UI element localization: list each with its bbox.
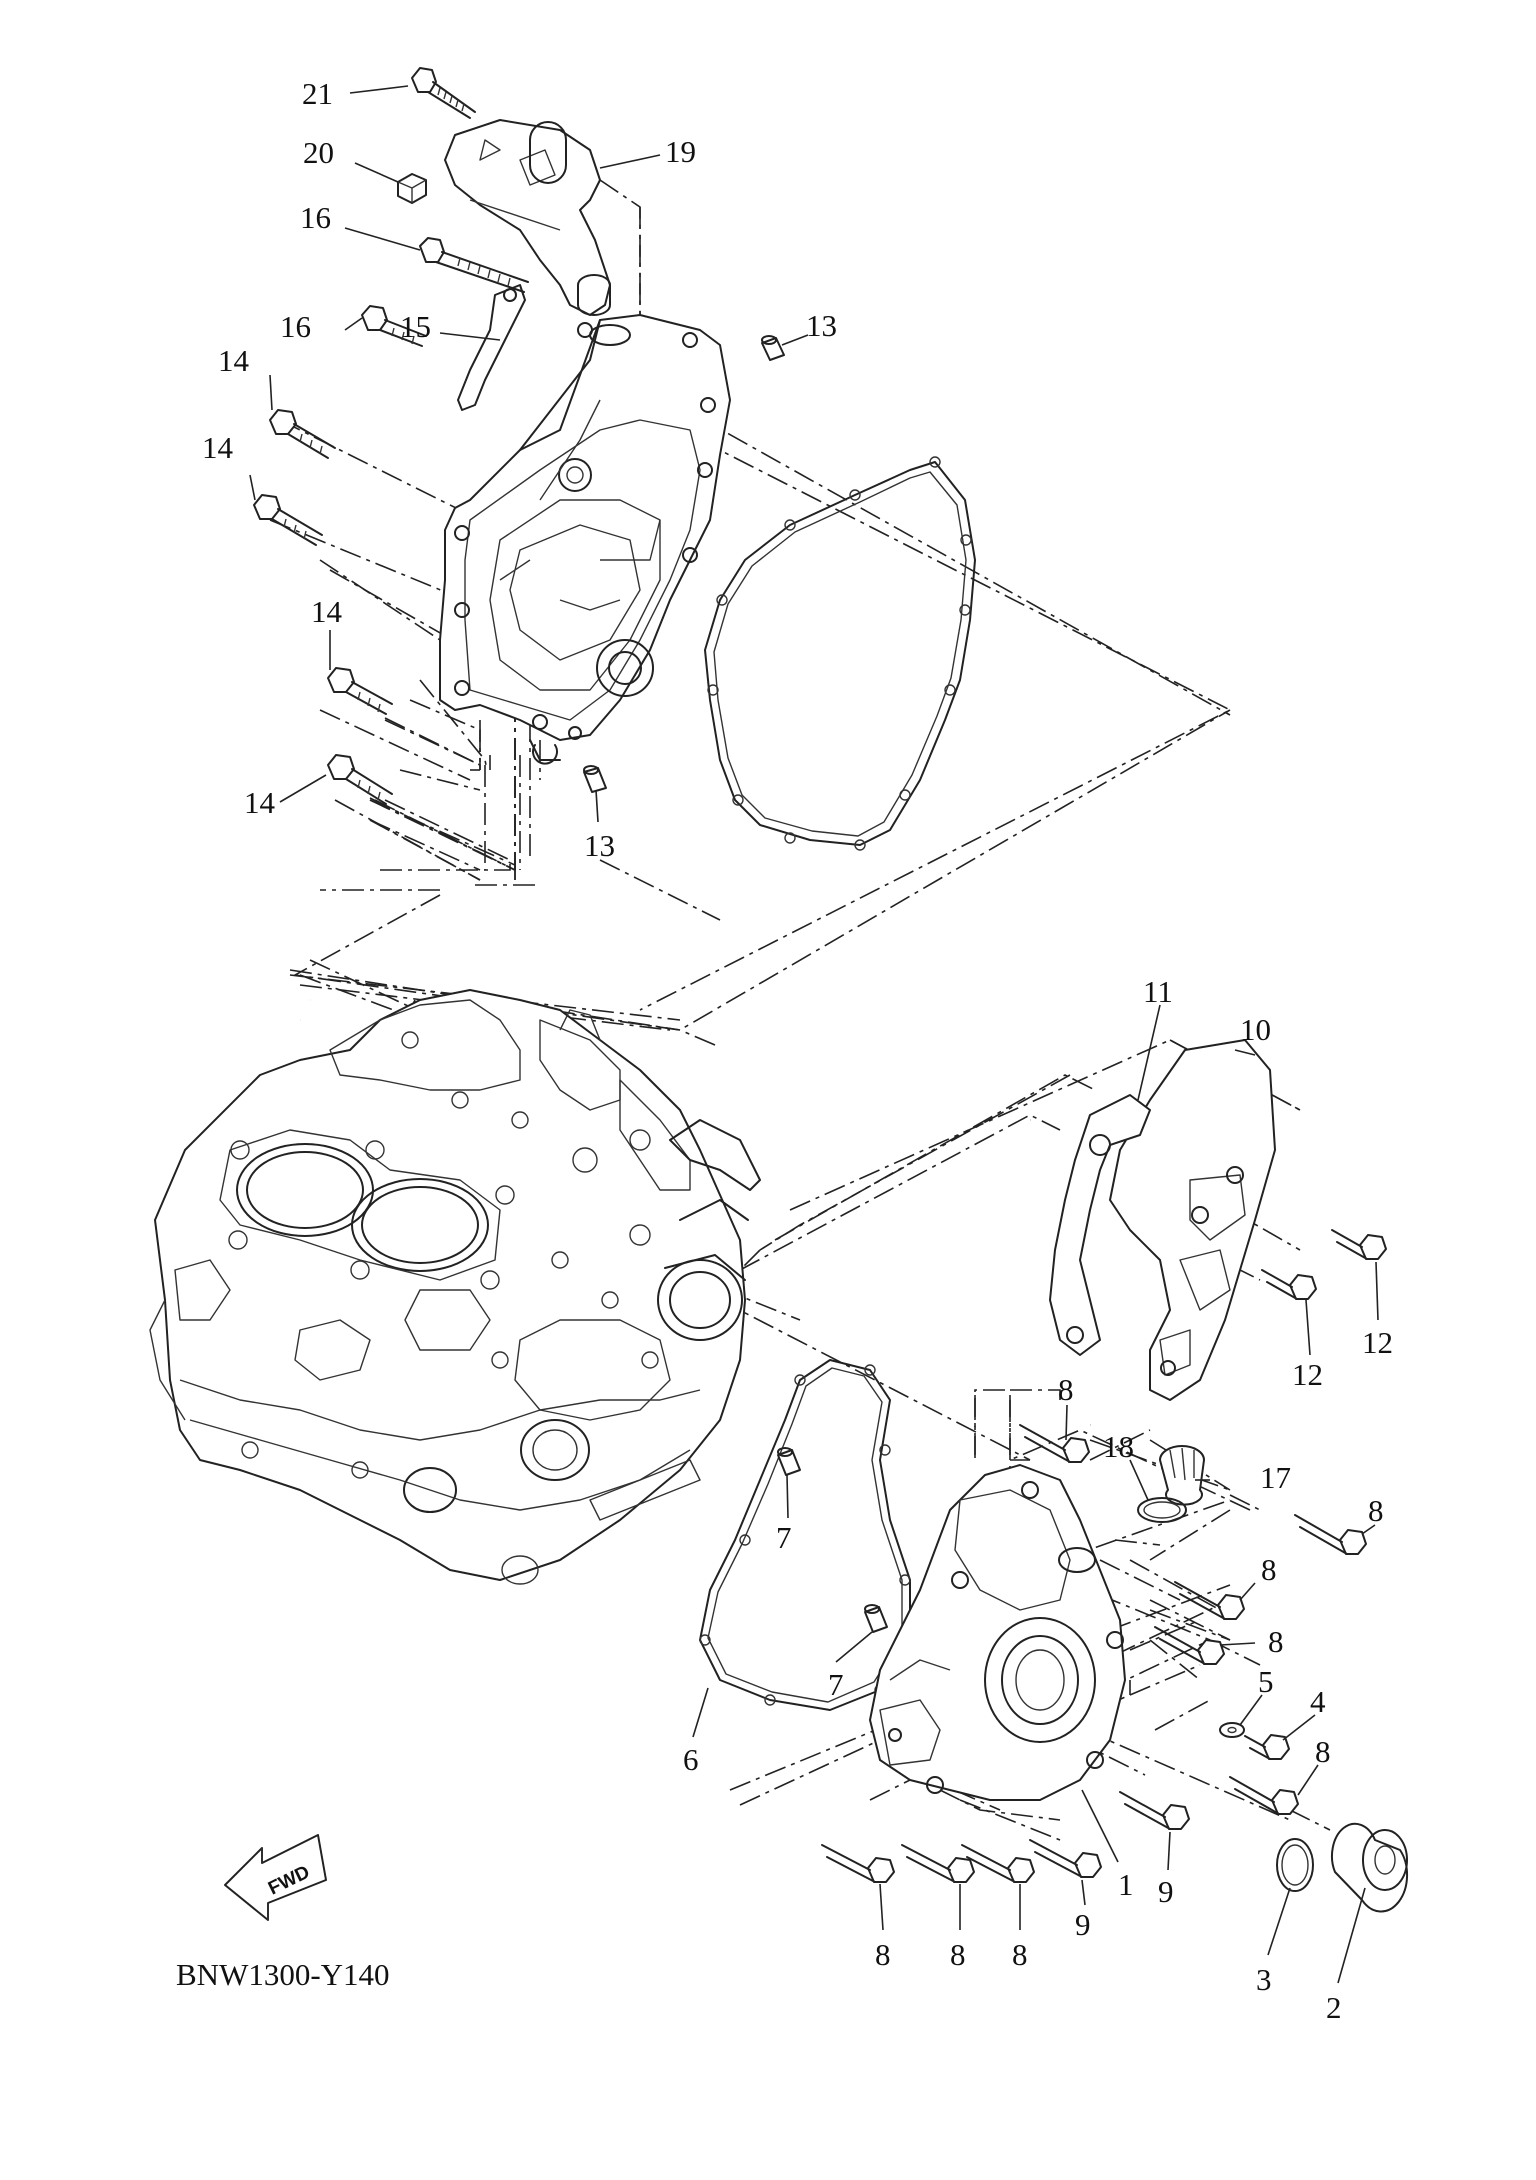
callout-8-e: 8 — [1315, 1734, 1331, 1769]
callout-15: 15 — [400, 309, 431, 344]
bolt-8-right-2 — [1174, 1581, 1245, 1620]
lower-gasket — [699, 1359, 911, 1711]
lower-bolts — [821, 1229, 1387, 1883]
bolt-8-right-1 — [1294, 1514, 1367, 1555]
upper-gasket — [704, 456, 976, 851]
bolt-14-a — [269, 409, 336, 459]
callout-7-a: 7 — [776, 1520, 792, 1555]
callout-9-b: 9 — [1158, 1874, 1174, 1909]
part-15-clamp — [457, 284, 526, 411]
bolt-14-d — [327, 754, 393, 805]
bolt-14-c — [327, 667, 393, 715]
upper-bolts — [253, 67, 529, 805]
callout-11: 11 — [1143, 974, 1173, 1009]
callout-14-c: 14 — [311, 594, 343, 629]
dowels-7 — [777, 1447, 888, 1633]
bolt-8-right-4 — [1229, 1776, 1299, 1815]
callout-21: 21 — [302, 76, 333, 111]
callout-8-d: 8 — [1268, 1624, 1284, 1659]
callout-8-h: 8 — [1012, 1937, 1028, 1972]
callout-12-a: 12 — [1362, 1325, 1393, 1360]
crankcase — [149, 989, 761, 1585]
callout-3: 3 — [1256, 1962, 1272, 1997]
bolt-16-lower — [361, 305, 427, 347]
callout-14-a: 14 — [218, 343, 250, 378]
bolt-4 — [1244, 1734, 1290, 1760]
bolt-8-right-3 — [1154, 1626, 1225, 1665]
callout-20: 20 — [303, 135, 334, 170]
callout-labels: 21 20 19 16 16 15 14 14 14 14 13 13 11 1… — [202, 76, 1393, 2025]
callout-2: 2 — [1326, 1990, 1342, 2025]
callout-10: 10 — [1240, 1012, 1271, 1047]
plug-2 — [1330, 1822, 1409, 1913]
leader-lines — [249, 85, 1379, 1984]
washer-5 — [1219, 1722, 1245, 1738]
guide-11 — [1049, 1094, 1151, 1356]
bolt-12-a — [1331, 1229, 1387, 1260]
bolt-14-b — [253, 494, 323, 546]
callout-8-c: 8 — [1261, 1552, 1277, 1587]
callout-14-b: 14 — [202, 430, 234, 465]
part-20-nut — [397, 173, 427, 204]
callout-19: 19 — [665, 134, 696, 169]
sprocket-cover-10 — [1109, 1039, 1276, 1401]
callout-18: 18 — [1103, 1429, 1134, 1464]
callout-8-g: 8 — [950, 1937, 966, 1972]
bolt-16-upper — [419, 237, 529, 293]
clutch-cover — [439, 314, 731, 765]
filler-cap-17 — [1137, 1445, 1205, 1523]
callout-4: 4 — [1310, 1684, 1326, 1719]
callout-16-lower: 16 — [280, 309, 311, 344]
bolt-8-top — [1019, 1424, 1090, 1463]
callout-1: 1 — [1118, 1867, 1134, 1902]
oring-3 — [1276, 1838, 1314, 1892]
part-19-bracket — [444, 119, 611, 316]
bolt-8-bot-3 — [961, 1844, 1035, 1883]
bolt-9-right — [1119, 1791, 1190, 1830]
callout-13-lower: 13 — [584, 828, 615, 863]
bolt-21 — [411, 67, 476, 119]
callout-8-f: 8 — [875, 1937, 891, 1972]
callout-16-upper: 16 — [300, 200, 331, 235]
bolt-12-b — [1261, 1269, 1317, 1300]
callout-8-b: 8 — [1368, 1493, 1384, 1528]
bolt-8-bot-1 — [821, 1844, 895, 1883]
dowels-13 — [583, 335, 785, 793]
callout-7-b: 7 — [828, 1667, 844, 1702]
callout-17: 17 — [1260, 1460, 1291, 1495]
callout-13-upper: 13 — [806, 308, 837, 343]
callout-9-a: 9 — [1075, 1907, 1091, 1942]
generator-cover-1 — [869, 1464, 1126, 1801]
bolt-8-bot-2 — [901, 1844, 975, 1883]
callout-5: 5 — [1258, 1664, 1274, 1699]
callout-12-b: 12 — [1292, 1357, 1323, 1392]
diagram-code: BNW1300-Y140 — [176, 1957, 390, 1992]
callout-6: 6 — [683, 1742, 699, 1777]
callout-14-d: 14 — [244, 785, 276, 820]
fwd-arrow-icon: FWD — [224, 1834, 327, 1921]
bolt-9-mid — [1029, 1839, 1102, 1878]
callout-8-a: 8 — [1058, 1372, 1074, 1407]
